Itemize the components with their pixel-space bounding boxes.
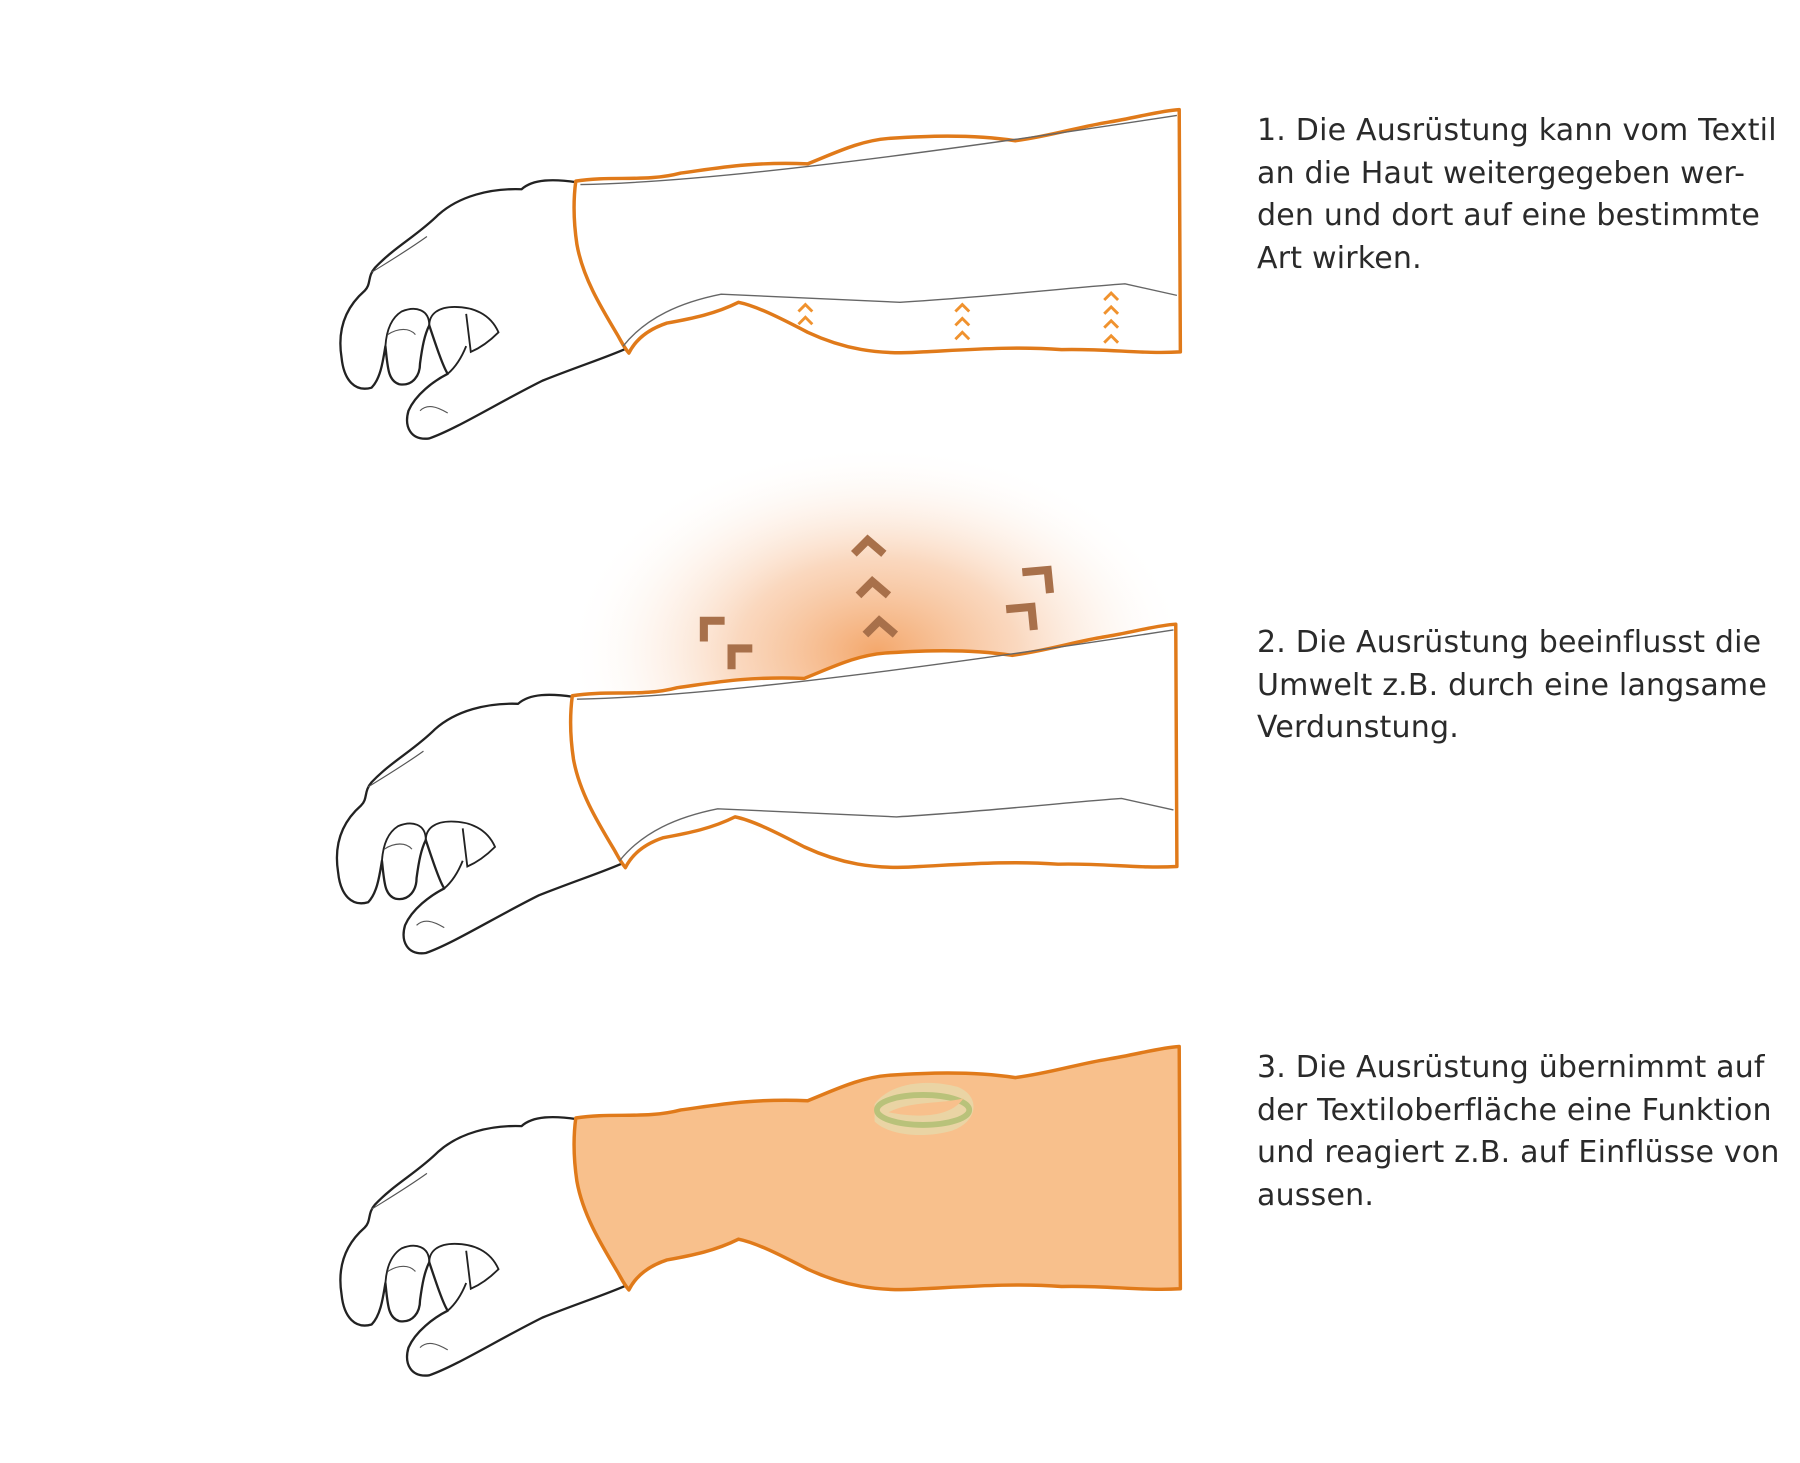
caption-2: 2. Die Ausrüstung beeinflusst die Umwelt… (1257, 622, 1797, 750)
panel-2-evaporation (335, 444, 1189, 955)
textile-sleeve (572, 107, 1183, 355)
caption-text: Die Ausrüstung beeinflusst die Umwelt z.… (1257, 625, 1767, 745)
panel-3-surface-function (339, 1044, 1183, 1377)
panel-1-skin-transfer (339, 107, 1183, 440)
caption-number: 2. (1257, 625, 1287, 660)
surface-patch (874, 1082, 974, 1136)
caption-3: 3. Die Ausrüstung übernimmt auf der Text… (1257, 1047, 1797, 1217)
caption-text: Die Ausrüstung übernimmt auf der Textilo… (1257, 1050, 1780, 1213)
caption-text: Die Ausrüstung kann vom Textil an die Ha… (1257, 113, 1777, 276)
vapor-arrows (699, 534, 1055, 670)
caption-number: 1. (1257, 113, 1287, 148)
caption-1: 1. Die Ausrüstung kann vom Textil an die… (1257, 110, 1797, 280)
caption-number: 3. (1257, 1050, 1287, 1085)
textile-sleeve-functional (572, 1044, 1183, 1292)
